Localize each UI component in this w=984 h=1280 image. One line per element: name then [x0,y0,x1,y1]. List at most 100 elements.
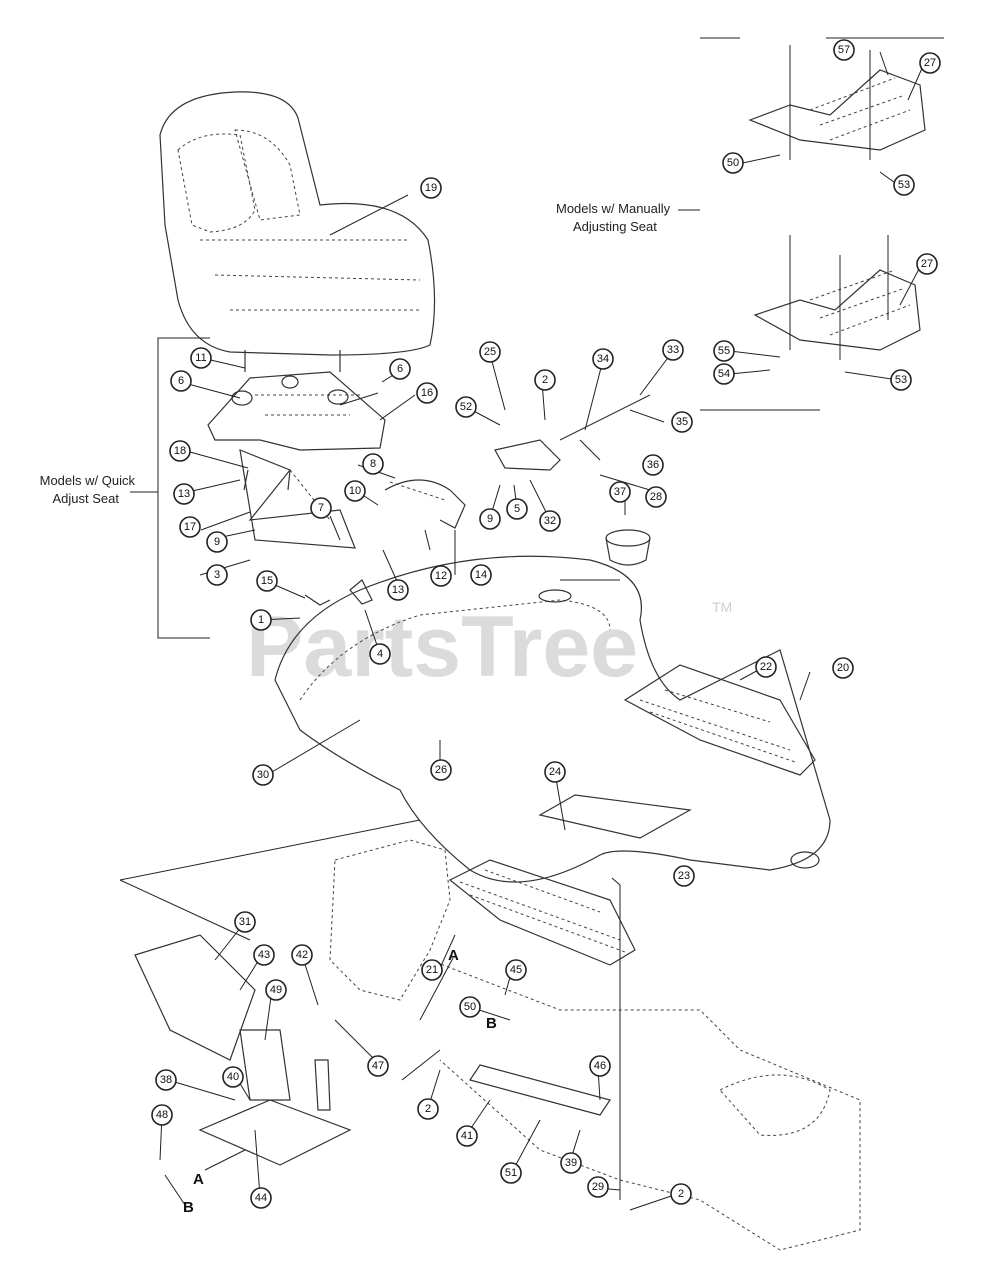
callout-34: 34 [592,348,614,370]
svg-text:43: 43 [258,949,270,961]
watermark-tm: TM [712,599,732,615]
callout-13-center: 13 [387,579,409,601]
frame-drawing [329,839,861,1251]
callout-25: 25 [479,341,501,363]
callout-11: 11 [190,347,212,369]
svg-text:6: 6 [397,363,403,375]
note-quick-adjust-line2: Adjust Seat [53,491,120,506]
callout-18: 18 [169,440,191,462]
callout-40: 40 [222,1066,244,1088]
callout-2-bottom: 2 [670,1183,692,1205]
callout-50-top: 50 [722,152,744,174]
callout-47: 47 [367,1055,389,1077]
svg-text:12: 12 [435,570,447,582]
callout-6-left: 6 [170,370,192,392]
callout-44: 44 [250,1187,272,1209]
svg-text:49: 49 [270,984,282,996]
callout-29: 29 [587,1176,609,1198]
callout-4: 4 [369,643,391,665]
callout-31: 31 [234,911,256,933]
svg-text:11: 11 [195,352,206,364]
svg-text:37: 37 [614,486,626,498]
note-quick-adjust-line1: Models w/ Quick [40,473,136,488]
callout-13-left: 13 [173,483,195,505]
svg-text:35: 35 [676,416,688,428]
svg-text:52: 52 [460,401,472,413]
callout-7: 7 [310,497,332,519]
svg-text:57: 57 [838,44,850,56]
svg-text:28: 28 [650,491,662,503]
callout-53-lower: 53 [890,369,912,391]
callout-2-lower: 2 [417,1098,439,1120]
svg-text:18: 18 [174,445,186,457]
svg-text:41: 41 [461,1130,473,1142]
callout-41: 41 [456,1125,478,1147]
callout-3: 3 [206,564,228,586]
svg-text:2: 2 [425,1103,431,1115]
svg-text:2: 2 [542,374,548,386]
svg-text:15: 15 [261,575,273,587]
watermark-brand: PartsTree [246,599,638,695]
callout-36: 36 [642,454,664,476]
callout-32: 32 [539,510,561,532]
callout-53-top: 53 [893,174,915,196]
quick-adjust-bracket [130,337,210,639]
svg-text:42: 42 [296,949,308,961]
ref-letter-b-frame: B [486,1015,497,1032]
svg-text:1: 1 [258,614,264,626]
callout-46-right: 46 [589,1055,611,1077]
callout-1: 1 [250,609,272,631]
svg-text:50: 50 [464,1001,476,1013]
callout-52: 52 [455,396,477,418]
callout-49: 49 [265,979,287,1001]
svg-text:33: 33 [667,344,679,356]
callout-2-top: 2 [534,369,556,391]
manual-adjust-inset-drawing [700,37,944,411]
callout-33: 33 [662,339,684,361]
callout-43: 43 [253,944,275,966]
svg-text:9: 9 [214,536,220,548]
svg-text:7: 7 [318,502,324,514]
svg-text:9: 9 [487,513,493,525]
svg-text:54: 54 [718,368,730,380]
svg-text:40: 40 [227,1071,239,1083]
callout-9-center: 9 [479,508,501,530]
svg-text:34: 34 [597,353,609,365]
callout-19: 19 [420,177,442,199]
callout-27-top: 27 [919,52,941,74]
svg-text:30: 30 [257,769,269,781]
callout-15: 15 [256,570,278,592]
svg-text:38: 38 [160,1074,172,1086]
callout-23: 23 [673,865,695,887]
note-manual-adjust-line1: Models w/ Manually [556,201,671,216]
spring-lever-drawing [304,394,651,606]
svg-text:27: 27 [921,258,933,270]
svg-text:36: 36 [647,459,659,471]
svg-text:25: 25 [484,346,496,358]
svg-text:32: 32 [544,515,556,527]
svg-text:2: 2 [678,1188,684,1200]
callout-57: 57 [833,39,855,61]
callout-30: 30 [252,764,274,786]
svg-text:46: 46 [594,1060,606,1072]
svg-text:51: 51 [505,1167,517,1179]
svg-text:8: 8 [370,458,376,470]
ref-letter-a-frame: A [448,947,459,964]
callout-26: 26 [430,759,452,781]
callout-38: 38 [155,1069,177,1091]
svg-text:14: 14 [475,569,487,581]
svg-text:3: 3 [214,569,220,581]
callout-24: 24 [544,761,566,783]
svg-text:13: 13 [392,584,404,596]
svg-text:47: 47 [372,1060,384,1072]
callout-22: 22 [755,656,777,678]
svg-text:21: 21 [426,964,438,976]
callout-45: 45 [505,959,527,981]
callout-50-center: 50 [459,996,481,1018]
callout-12: 12 [430,565,452,587]
callout-9-left: 9 [206,531,228,553]
callout-37: 37 [609,481,631,503]
note-manual-adjust-line2: Adjusting Seat [573,219,657,234]
callout-54: 54 [713,363,735,385]
